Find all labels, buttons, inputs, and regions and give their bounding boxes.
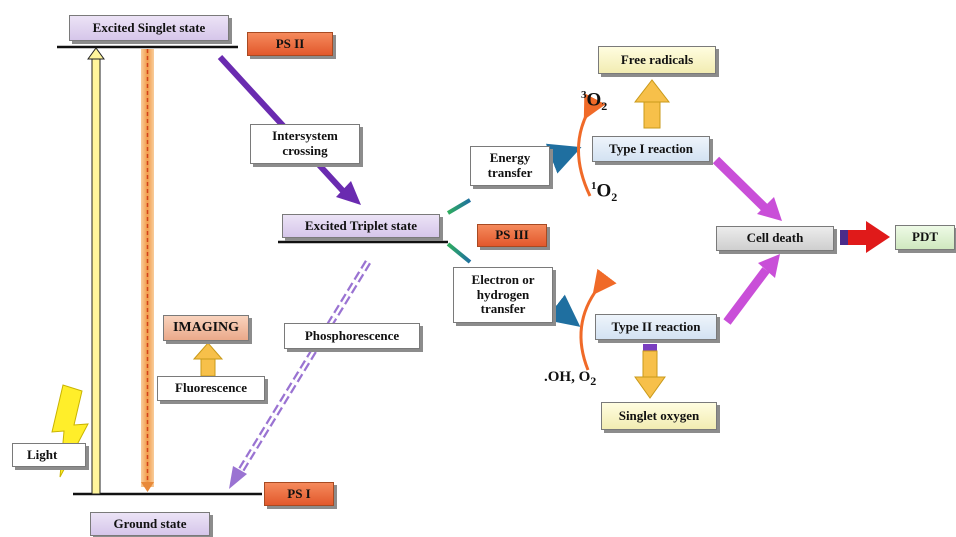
intersystem-crossing-line1: Intersystem bbox=[272, 128, 338, 144]
imaging-box: IMAGING bbox=[163, 315, 249, 341]
ground-state-box: Ground state bbox=[90, 512, 210, 536]
energy-transfer-box: Energy transfer bbox=[470, 146, 550, 186]
electron-transfer-line2: hydrogen bbox=[476, 286, 530, 302]
light-box: Light bbox=[12, 443, 86, 467]
triplet-oxygen-base: O bbox=[586, 89, 602, 111]
free-radicals-label: Free radicals bbox=[620, 51, 694, 67]
ps1-label: PS I bbox=[287, 485, 311, 501]
triplet-oxygen-curve bbox=[577, 93, 606, 197]
type2-reaction-label: Type II reaction bbox=[611, 318, 701, 334]
pdt-label: PDT bbox=[912, 229, 938, 245]
free-radicals-box: Free radicals bbox=[598, 46, 716, 74]
singlet-oxygen-sup: 1 bbox=[591, 180, 597, 192]
light-label: Light bbox=[27, 446, 58, 462]
excited-triplet-state-label: Excited Triplet state bbox=[304, 217, 418, 233]
hydroxyl-curve bbox=[579, 268, 617, 371]
type1-to-cell-death-arrow bbox=[712, 156, 782, 221]
pdt-box: PDT bbox=[895, 225, 955, 250]
energy-transfer-arrow bbox=[446, 143, 582, 215]
fluorescence-label: Fluorescence bbox=[175, 380, 247, 396]
fluorescence-arrow bbox=[141, 49, 154, 492]
triplet-oxygen-sup: 3 bbox=[581, 89, 587, 101]
excited-singlet-state-box: Excited Singlet state bbox=[69, 15, 229, 41]
cell-death-box: Cell death bbox=[716, 226, 834, 251]
electron-transfer-arrow bbox=[446, 242, 581, 327]
phosphorescence-box: Phosphorescence bbox=[284, 323, 420, 349]
excited-singlet-state-label: Excited Singlet state bbox=[92, 19, 206, 35]
free-radicals-arrow bbox=[633, 79, 671, 129]
absorption-arrow bbox=[87, 47, 105, 495]
ground-state-label: Ground state bbox=[113, 515, 187, 531]
hydroxyl-oxygen-sub: 2 bbox=[590, 374, 597, 388]
singlet-oxygen-base: O bbox=[596, 180, 612, 202]
intersystem-crossing-line2: crossing bbox=[282, 143, 328, 158]
triplet-oxygen-label: 3O2 bbox=[581, 89, 607, 114]
type1-reaction-label: Type I reaction bbox=[608, 140, 693, 156]
phosphorescence-arrow bbox=[229, 260, 371, 489]
type1-reaction-box: Type I reaction bbox=[592, 136, 710, 162]
ps3-label: PS III bbox=[495, 227, 529, 243]
imaging-arrow bbox=[192, 342, 224, 377]
energy-transfer-line1: Energy bbox=[489, 150, 531, 166]
excited-triplet-state-box: Excited Triplet state bbox=[282, 214, 440, 238]
electron-transfer-line3: transfer bbox=[480, 301, 526, 317]
energy-transfer-line2: transfer bbox=[487, 165, 533, 180]
ps2-box: PS II bbox=[247, 32, 333, 56]
fluorescence-box: Fluorescence bbox=[157, 376, 265, 401]
intersystem-crossing-box: Intersystem crossing bbox=[250, 124, 360, 164]
singlet-oxygen-sub: 2 bbox=[611, 190, 618, 205]
triplet-oxygen-sub: 2 bbox=[601, 99, 608, 114]
cell-death-to-pdt-arrow bbox=[840, 221, 890, 253]
type2-reaction-box: Type II reaction bbox=[595, 314, 717, 340]
singlet-oxygen-arrow bbox=[634, 344, 666, 399]
hydroxyl-oxygen-base: .OH, O bbox=[544, 369, 591, 385]
electron-transfer-line1: Electron or bbox=[471, 271, 535, 287]
hydroxyl-oxygen-label: .OH, O2 bbox=[544, 369, 596, 389]
ps2-label: PS II bbox=[275, 35, 305, 51]
phosphorescence-label: Phosphorescence bbox=[304, 327, 400, 343]
singlet-oxygen-label: Singlet oxygen bbox=[618, 407, 700, 423]
electron-transfer-box: Electron or hydrogen transfer bbox=[453, 267, 553, 323]
cell-death-label: Cell death bbox=[746, 230, 804, 246]
imaging-label: IMAGING bbox=[172, 319, 240, 335]
type2-to-cell-death-arrow bbox=[723, 254, 780, 325]
singlet-oxygen-species-label: 1O2 bbox=[591, 180, 617, 205]
ps3-box: PS III bbox=[477, 224, 547, 247]
ps1-box: PS I bbox=[264, 482, 334, 506]
singlet-oxygen-box: Singlet oxygen bbox=[601, 402, 717, 430]
